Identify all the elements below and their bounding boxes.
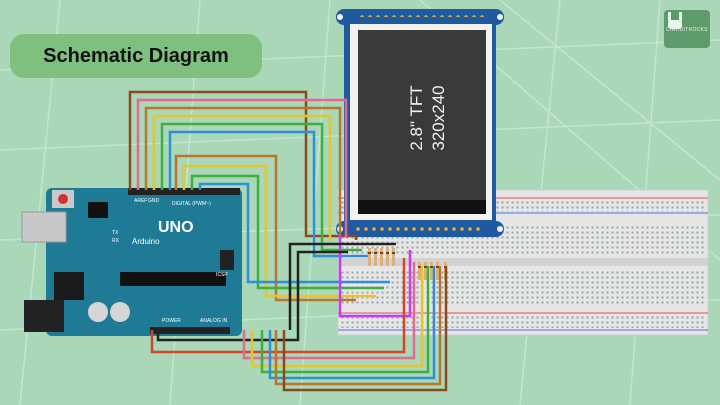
page-title-badge: Schematic Diagram <box>10 34 262 78</box>
wire <box>274 266 442 386</box>
digital-header-label: DIGITAL (PWM~) <box>172 201 211 207</box>
logo-caption: CIRCUITROCKS <box>666 26 708 33</box>
resistor <box>386 248 389 266</box>
rx-label: RX <box>112 238 120 244</box>
wire <box>150 258 406 354</box>
page-title: Schematic Diagram <box>43 44 229 67</box>
wire <box>156 250 348 342</box>
icsp-label: ICSP <box>216 272 228 278</box>
analog-header-label: ANALOG IN <box>200 318 228 324</box>
wire <box>190 174 384 290</box>
wire <box>282 266 448 392</box>
resistor-bank <box>368 248 447 280</box>
jumper-wires <box>128 90 448 392</box>
resistor <box>430 262 433 280</box>
wire <box>152 114 332 242</box>
resistor <box>424 262 427 280</box>
aref-label: AREF <box>134 198 147 204</box>
wire <box>338 236 412 318</box>
rock-hand-icon <box>668 12 682 29</box>
wire <box>250 266 424 368</box>
power-header-label: POWER <box>162 318 181 324</box>
tft-resolution-label: 320x240 <box>429 85 448 150</box>
arduino-board-name: UNO <box>158 219 194 236</box>
arduino-uno-board: UNO Arduino DIGITAL (PWM~) POWER ANALOG … <box>21 188 242 336</box>
wire <box>174 154 356 302</box>
resistor <box>374 248 377 266</box>
wire <box>268 266 436 380</box>
resistor <box>392 248 395 266</box>
wire <box>288 242 396 330</box>
wire <box>160 122 362 252</box>
wire <box>260 266 430 374</box>
brand-logo: CIRCUITROCKS <box>664 10 710 48</box>
tft-display-module: 2.8" TFT 320x240 <box>336 9 504 237</box>
wire <box>198 182 390 284</box>
wire <box>136 98 348 238</box>
tx-label: TX <box>112 230 119 236</box>
gnd-label: GND <box>148 198 160 204</box>
wire <box>182 164 376 298</box>
wire <box>144 106 342 236</box>
wire <box>168 130 368 258</box>
arduino-brand: Arduino <box>132 237 160 246</box>
resistor <box>418 262 421 280</box>
tft-size-label: 2.8" TFT <box>407 85 426 150</box>
resistor <box>368 248 371 266</box>
resistor <box>380 248 383 266</box>
wire <box>242 262 416 360</box>
resistor <box>436 262 439 280</box>
tft-screen-label: 2.8" TFT 320x240 <box>407 85 448 150</box>
wire <box>128 90 358 240</box>
